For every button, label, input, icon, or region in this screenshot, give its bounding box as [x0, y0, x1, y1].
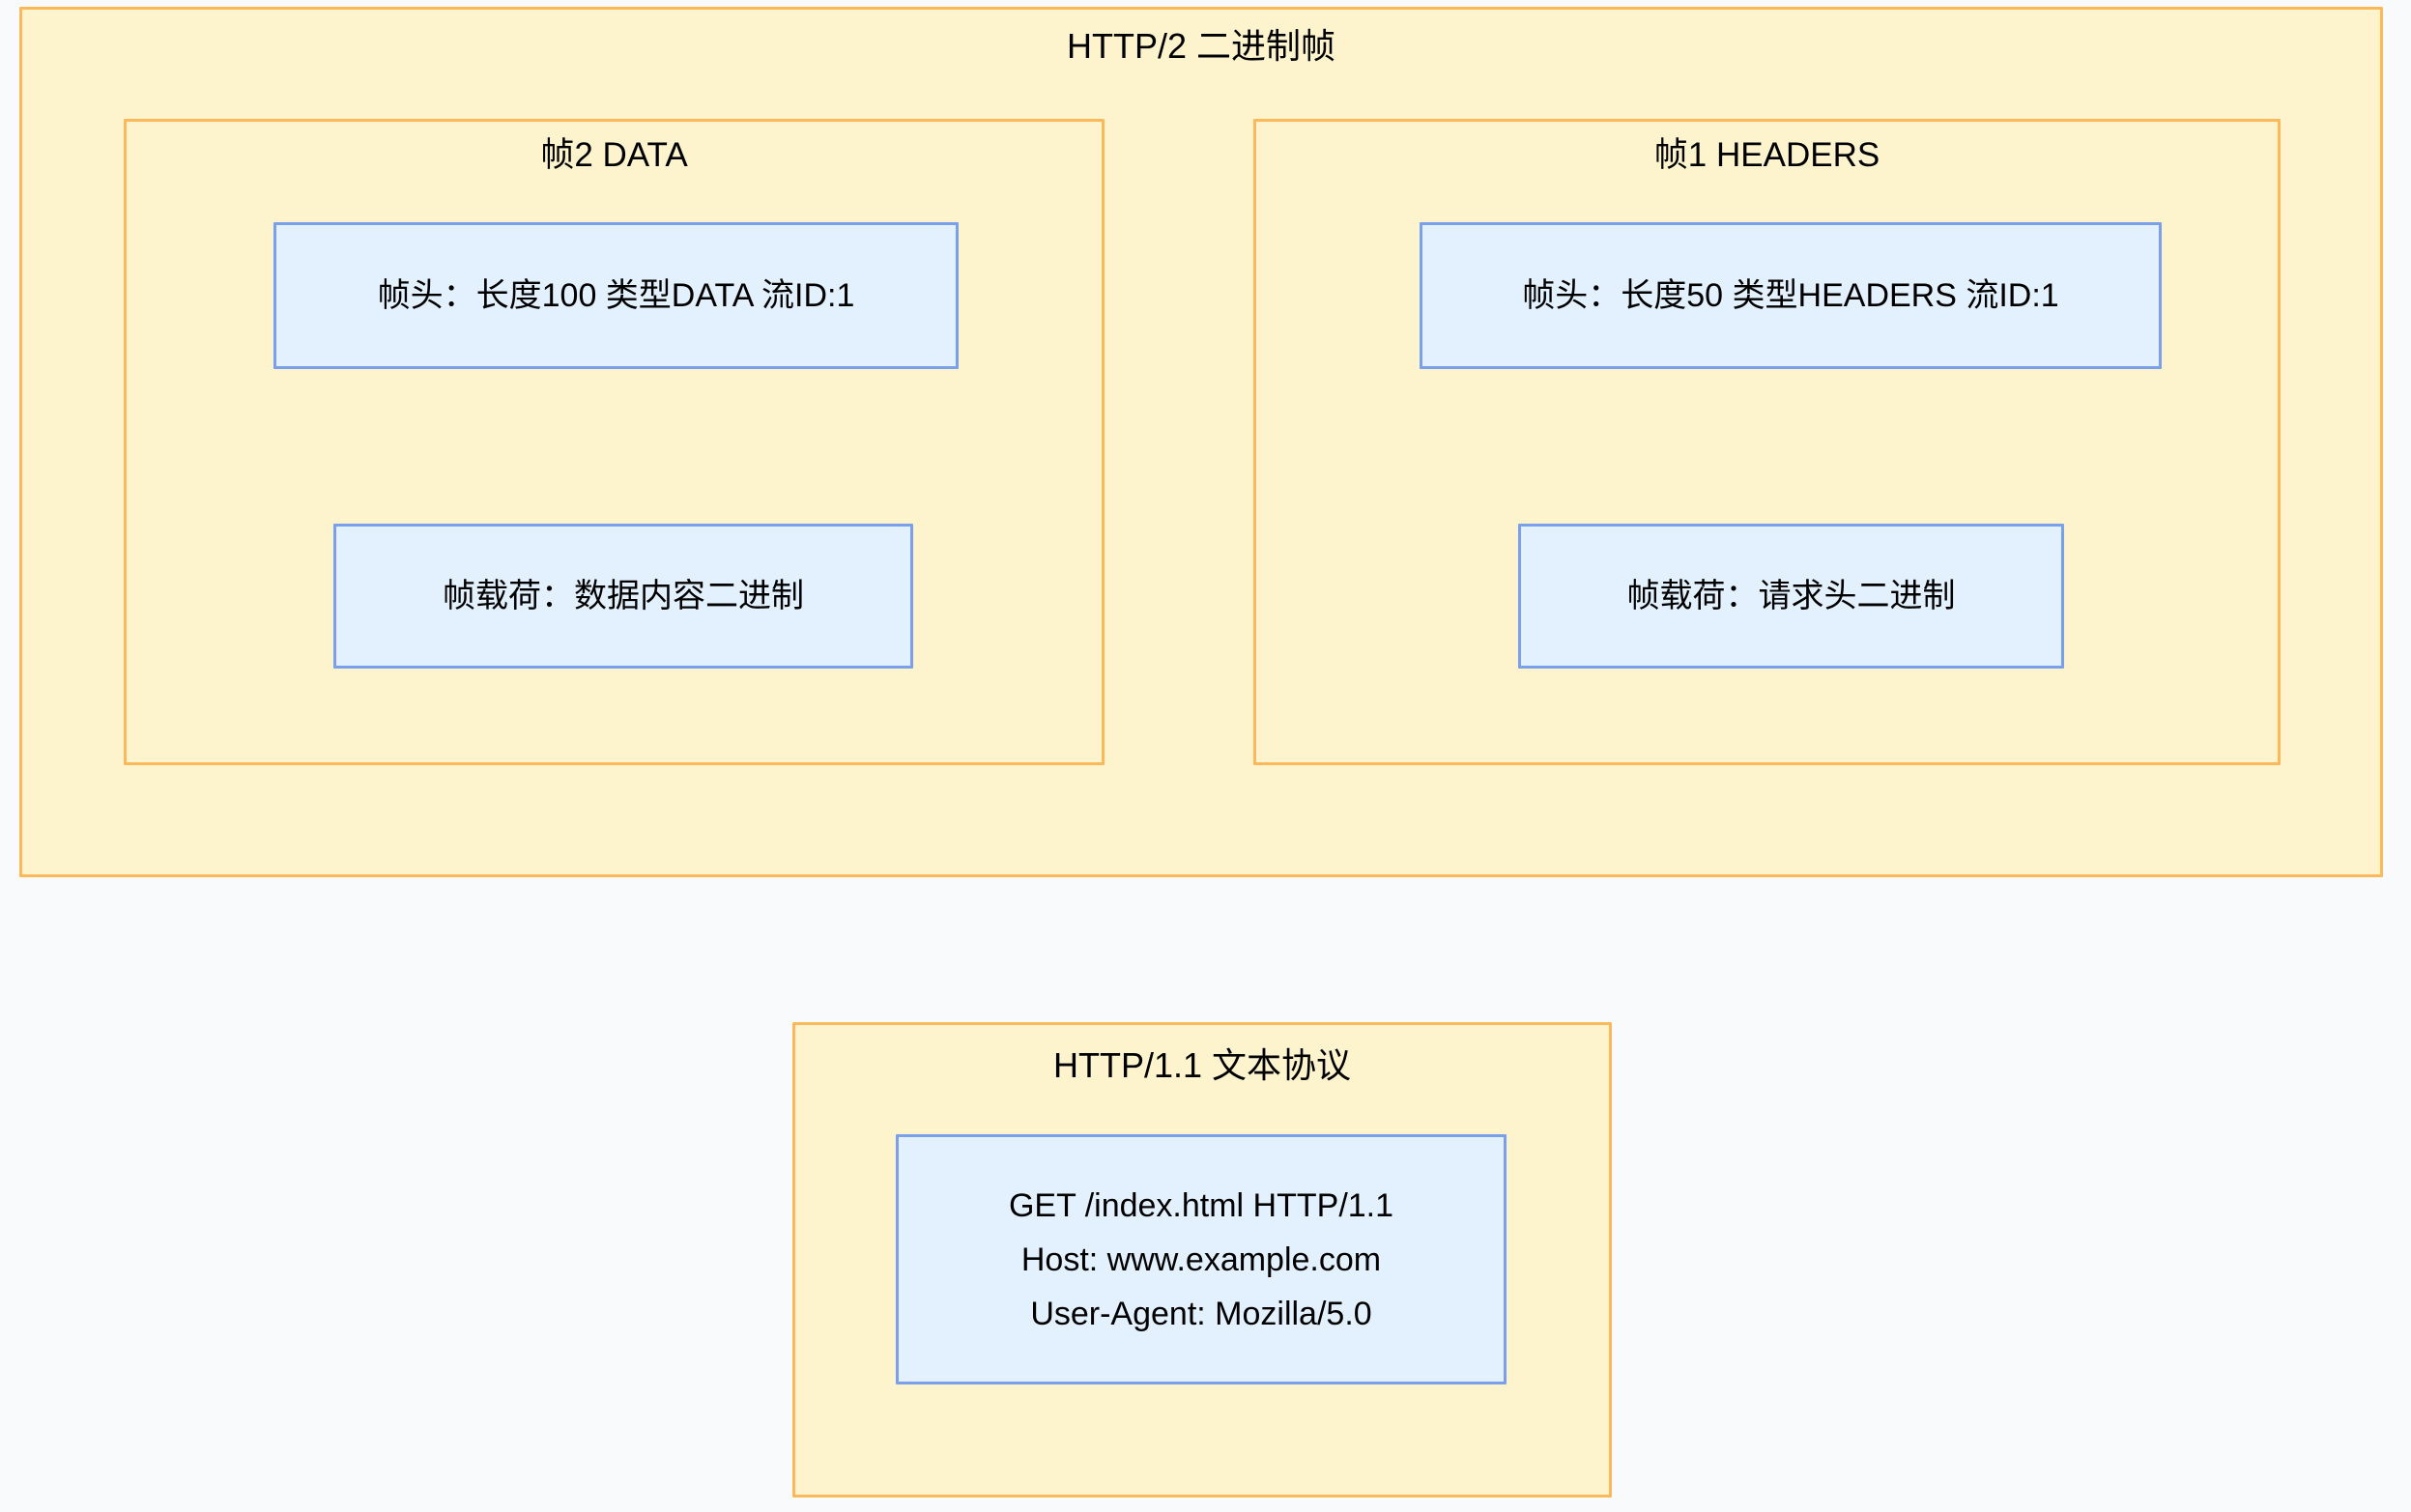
request-line-method: GET /index.html HTTP/1.1 [1008, 1186, 1394, 1224]
http2-title: HTTP/2 二进制帧 [1066, 26, 1336, 66]
frame2-payload-node: 帧载荷：数据内容二进制 [333, 524, 913, 669]
http11-container: HTTP/1.1 文本协议 GET /index.html HTTP/1.1 H… [792, 1022, 1612, 1498]
http11-title: HTTP/1.1 文本协议 [1052, 1045, 1352, 1085]
frame1-headers-container: 帧1 HEADERS 帧头：长度50 类型HEADERS 流ID:1 帧载荷：请… [1253, 119, 2281, 765]
frame2-data-title: 帧2 DATA [540, 136, 688, 174]
http11-request-node: GET /index.html HTTP/1.1 Host: www.examp… [896, 1134, 1507, 1384]
frame1-headers-title: 帧1 HEADERS [1653, 136, 1880, 174]
http2-container: HTTP/2 二进制帧 帧2 DATA 帧头：长度100 类型DATA 流ID:… [19, 7, 2383, 877]
request-line-user-agent: User-Agent: Mozilla/5.0 [1030, 1295, 1372, 1332]
frame1-payload-node: 帧载荷：请求头二进制 [1518, 524, 2064, 669]
frame1-header-node: 帧头：长度50 类型HEADERS 流ID:1 [1420, 222, 2162, 369]
frame2-header-node: 帧头：长度100 类型DATA 流ID:1 [273, 222, 959, 369]
request-line-host: Host: www.example.com [1020, 1241, 1382, 1278]
frame2-data-container: 帧2 DATA 帧头：长度100 类型DATA 流ID:1 帧载荷：数据内容二进… [124, 119, 1105, 765]
